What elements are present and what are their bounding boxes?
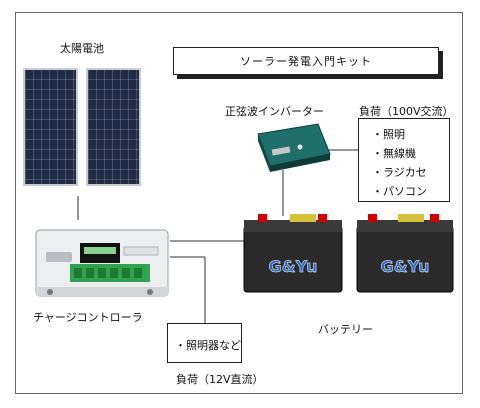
ac-load-label: 負荷（100V交流）: [359, 105, 454, 118]
solar-panel-right: [86, 68, 141, 186]
ac-load-item: ・パソコン: [372, 185, 427, 198]
ac-load-box: ・照明 ・無線機 ・ラジカセ ・パソコン: [358, 118, 450, 202]
solar-panel-label: 太陽電池: [60, 42, 104, 55]
solar-panel-left: [23, 68, 78, 186]
controller-label: チャージコントローラ: [33, 311, 143, 324]
dc-load-item: ・照明器など: [175, 339, 241, 352]
charge-controller: [35, 229, 169, 297]
battery-left-logo: G&Yu: [269, 257, 318, 276]
dc-load-box: ・照明器など: [167, 323, 242, 363]
ac-load-item: ・無線機: [372, 147, 416, 160]
diagram-frame: [15, 12, 463, 394]
wiring: [77, 149, 358, 323]
diagram-title: ソーラー発電入門キット: [173, 47, 439, 75]
dc-load-label: 負荷（12V直流）: [176, 373, 264, 386]
ac-load-item: ・ラジカセ: [372, 166, 427, 179]
battery-right-logo: G&Yu: [381, 257, 430, 276]
battery-left: G&Yu: [243, 214, 343, 293]
battery-right: G&Yu: [356, 214, 454, 293]
inverter: [257, 123, 331, 172]
battery-label: バッテリー: [318, 323, 373, 336]
ac-load-item: ・照明: [372, 128, 405, 141]
inverter-label: 正弦波インバーター: [225, 105, 324, 118]
